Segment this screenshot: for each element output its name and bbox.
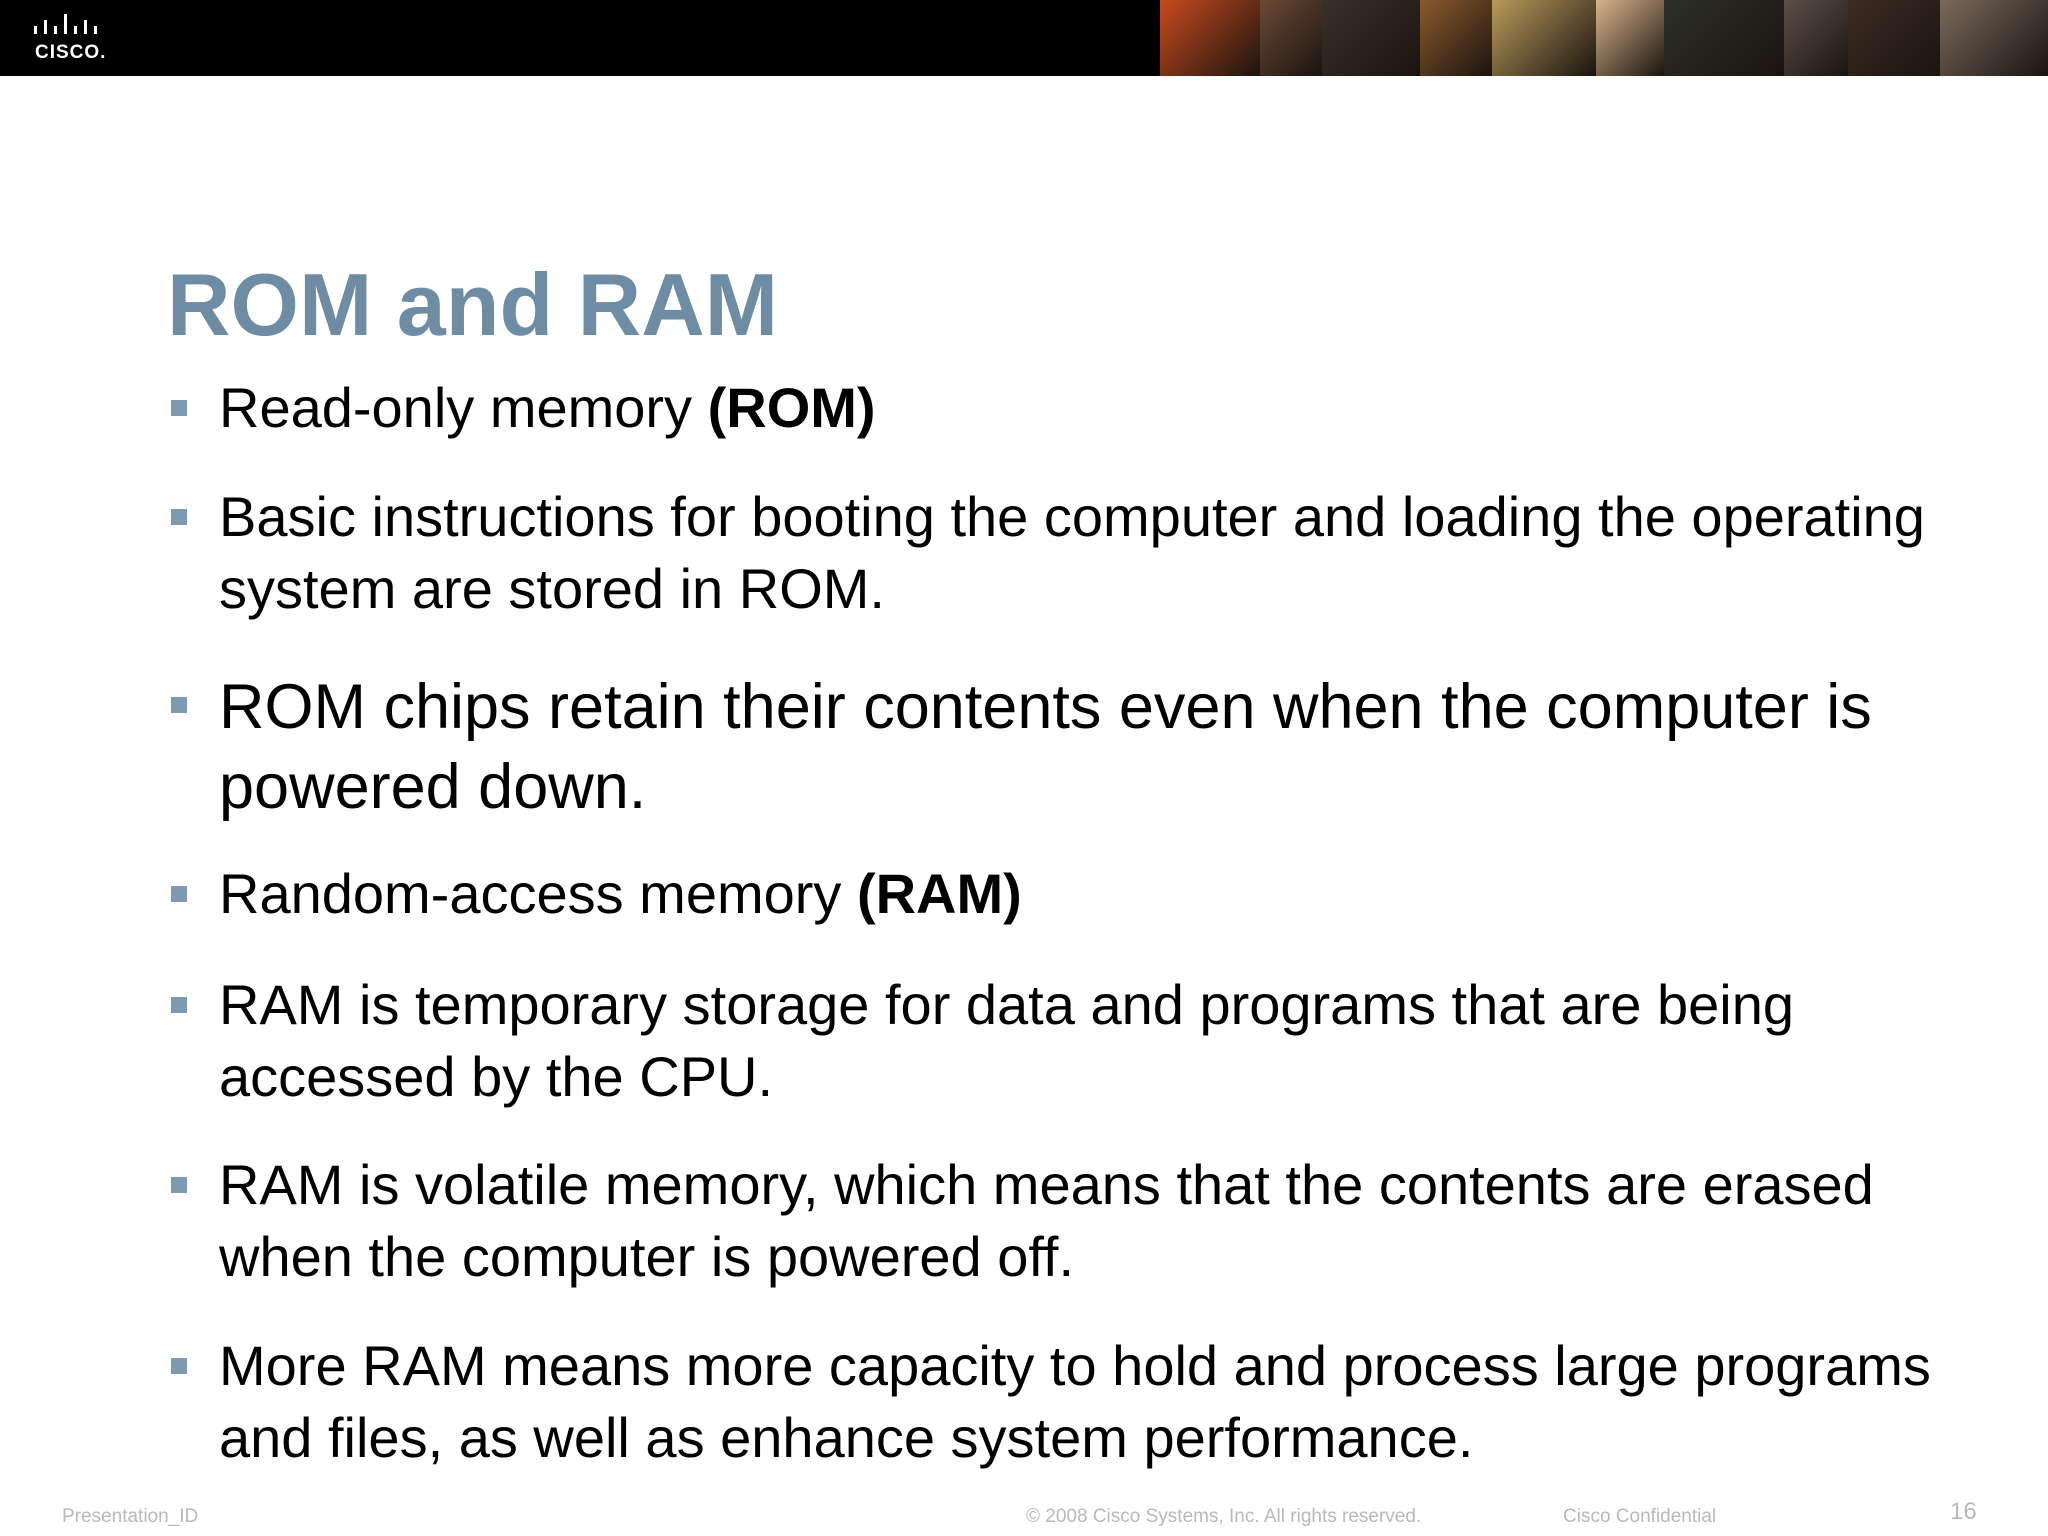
cisco-logo-text: CISCO. [35,42,107,63]
photo-tile [1940,0,2048,76]
footer-copyright: © 2008 Cisco Systems, Inc. All rights re… [1026,1506,1422,1527]
footer-presentation-id: Presentation_ID [62,1506,199,1527]
photo-tile [1596,0,1664,76]
photo-tile [1784,0,1848,76]
bullet-marker [171,697,187,713]
people-photo-strip [1160,0,2048,76]
bullet-marker [171,509,187,525]
photo-tile [1260,0,1322,76]
header-bar: CISCO. [0,0,2048,76]
cisco-bars-icon [34,14,97,34]
page-number: 16 [1950,1498,1977,1525]
bullet-text: Random-access memory (RAM) [219,862,1022,925]
slide-title: ROM and RAM [167,255,779,354]
bullet-marker [171,1358,187,1374]
bullet-text: RAM is volatile memory, which means that… [219,1153,1874,1288]
bullet-marker [171,997,187,1013]
cisco-logo: CISCO. [32,14,122,64]
bullet-text: ROM chips retain their contents even whe… [219,672,1872,822]
bullet-marker [171,1177,187,1193]
photo-tile [1848,0,1940,76]
photo-tile [1664,0,1784,76]
photo-tile [1492,0,1596,76]
bullet-marker [171,400,187,416]
bullet-text: RAM is temporary storage for data and pr… [219,973,1794,1108]
bullet-text: Basic instructions for booting the compu… [219,485,1925,620]
bullet-text: Read-only memory (ROM) [219,376,876,439]
bullet-text: More RAM means more capacity to hold and… [219,1334,1931,1469]
footer-confidential: Cisco Confidential [1563,1506,1717,1527]
bullet-marker [171,886,187,902]
photo-tile [1160,0,1260,76]
photo-tile [1420,0,1492,76]
photo-tile [1322,0,1420,76]
